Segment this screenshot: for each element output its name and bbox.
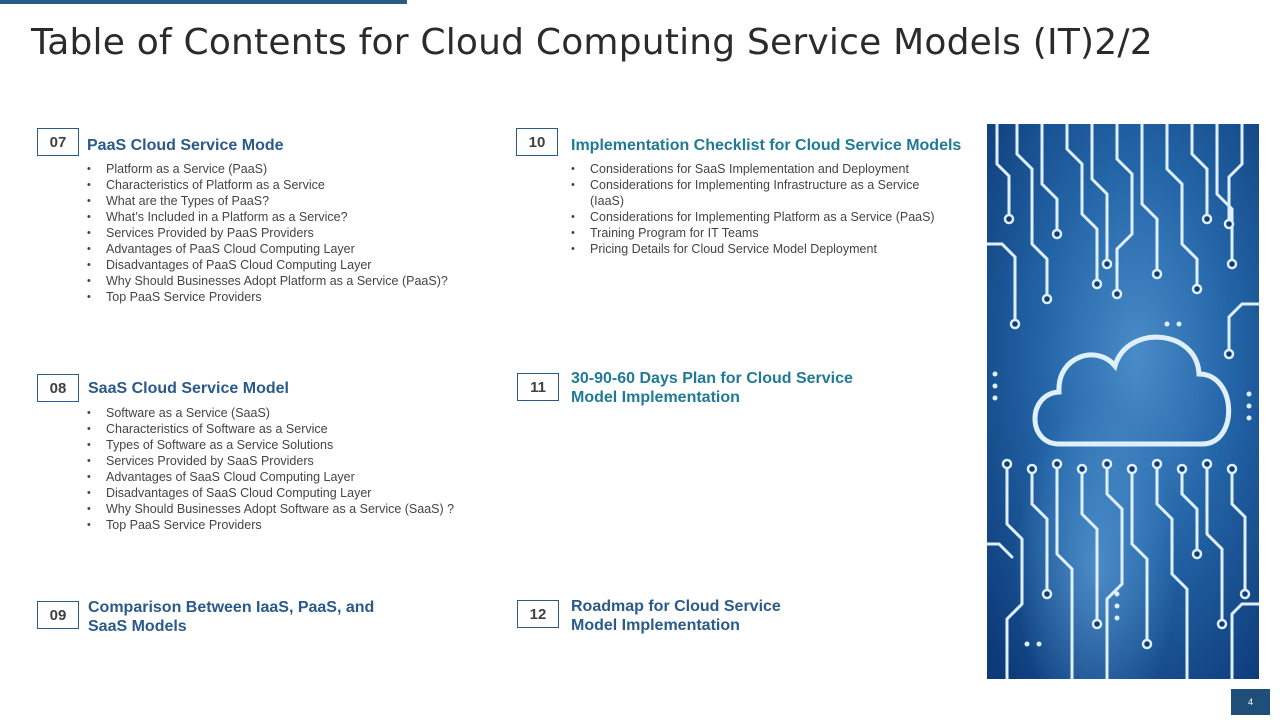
list-item: Pricing Details for Cloud Service Model … [571, 241, 951, 257]
list-item: Considerations for SaaS Implementation a… [571, 161, 951, 177]
section-title-09-line2: SaaS Models [88, 618, 187, 635]
list-item: Platform as a Service (PaaS) [87, 161, 448, 177]
list-item: Why Should Businesses Adopt Platform as … [87, 273, 448, 289]
section-08-items: Software as a Service (SaaS)Characterist… [87, 405, 454, 533]
list-item: Disadvantages of SaaS Cloud Computing La… [87, 485, 454, 501]
list-item: Characteristics of Software as a Service [87, 421, 454, 437]
list-item: Training Program for IT Teams [571, 225, 951, 241]
section-10-items: Considerations for SaaS Implementation a… [571, 161, 951, 257]
section-title-11-line2: Model Implementation [571, 389, 740, 406]
section-title-11[interactable]: 30-90-60 Days Plan for Cloud Service Mod… [571, 369, 853, 407]
list-item: Advantages of SaaS Cloud Computing Layer [87, 469, 454, 485]
section-07-items: Platform as a Service (PaaS)Characterist… [87, 161, 448, 305]
list-item: Types of Software as a Service Solutions [87, 437, 454, 453]
section-title-12-line2: Model Implementation [571, 617, 740, 634]
top-accent-bar [0, 0, 407, 4]
list-item: Software as a Service (SaaS) [87, 405, 454, 421]
list-item: Disadvantages of PaaS Cloud Computing La… [87, 257, 448, 273]
list-item: Services Provided by SaaS Providers [87, 453, 454, 469]
section-title-11-line1: 30-90-60 Days Plan for Cloud Service [571, 370, 853, 387]
section-title-08[interactable]: SaaS Cloud Service Model [88, 380, 289, 397]
list-item: Considerations for Implementing Platform… [571, 209, 951, 225]
list-item: Top PaaS Service Providers [87, 289, 448, 305]
page-number-badge: 4 [1231, 689, 1270, 715]
list-item: Services Provided by PaaS Providers [87, 225, 448, 241]
list-item: Advantages of PaaS Cloud Computing Layer [87, 241, 448, 257]
list-item: What’s Included in a Platform as a Servi… [87, 209, 448, 225]
section-number-09: 09 [37, 601, 79, 629]
section-title-09-line1: Comparison Between IaaS, PaaS, and [88, 599, 375, 616]
list-item: Top PaaS Service Providers [87, 517, 454, 533]
section-title-12-line1: Roadmap for Cloud Service [571, 598, 781, 615]
cloud-circuit-icon [987, 124, 1259, 679]
section-title-10[interactable]: Implementation Checklist for Cloud Servi… [571, 137, 962, 154]
section-number-11: 11 [517, 373, 559, 401]
list-item: Characteristics of Platform as a Service [87, 177, 448, 193]
list-item: Why Should Businesses Adopt Software as … [87, 501, 454, 517]
section-number-07: 07 [37, 128, 79, 156]
section-number-08: 08 [37, 374, 79, 402]
section-number-12: 12 [517, 600, 559, 628]
section-title-12[interactable]: Roadmap for Cloud Service Model Implemen… [571, 597, 781, 635]
page-title: Table of Contents for Cloud Computing Se… [31, 22, 1153, 63]
list-item: What are the Types of PaaS? [87, 193, 448, 209]
list-item: Considerations for Implementing Infrastr… [571, 177, 951, 209]
section-number-10: 10 [516, 128, 558, 156]
section-title-07[interactable]: PaaS Cloud Service Mode [87, 137, 284, 154]
section-title-09[interactable]: Comparison Between IaaS, PaaS, and SaaS … [88, 598, 374, 636]
cloud-circuit-image [987, 124, 1259, 679]
